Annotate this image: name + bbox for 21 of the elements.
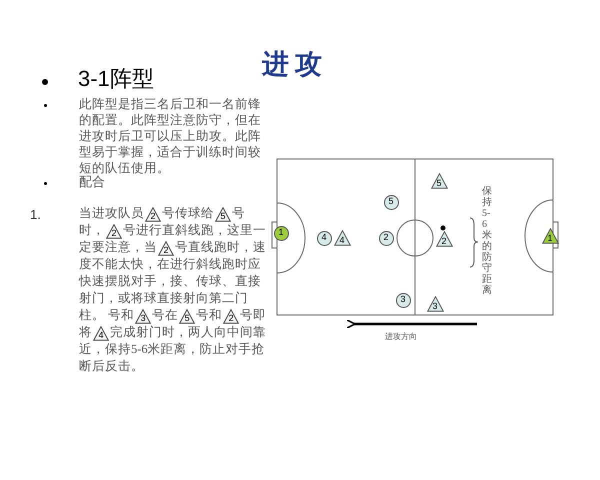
triangle-number-marker: 2 [106,224,122,239]
triangle-number-marker: 5 [179,309,196,324]
list-number: 1. [30,207,41,223]
player-triangle: 1 [542,228,558,244]
player-triangle: 5 [430,173,448,189]
heading: 3-1阵型 [78,65,154,93]
title: 进攻 [262,48,328,81]
triangle-number-marker: 2 [145,207,161,222]
triangle-number-marker: 2 [223,309,240,324]
paragraph: 配合 [79,174,105,190]
triangle-number-marker: 2 [158,241,174,256]
vertical-note: 保持5-6米的防守距离 [482,186,492,296]
player-triangle: 2 [436,231,452,247]
player-triangle: 4 [334,230,350,246]
paragraph: 此阵型是指三名后卫和一名前锋的配置。此阵型注意防守，但在进攻时后卫可以压上助攻。此阵型易于掌握，适合于训练时间较短的队伍使用。 [79,96,262,176]
triangle-number-marker: 4 [93,326,109,341]
arrow-label: 进攻方向 [385,331,417,343]
paragraph: 当进攻队员 2 号传球给 5 号时， 2 号进行直斜线跑，这里一定要注意，当 2 号直线跑时，速度不能太快，在进行斜线跑时应快速摆脱对手，接、传球、直接射门，或将球直接射向第二门柱。 号和 3 号在 5 号和 2 号即将 4 完成射门时，两人向中间靠近，保持5-6米距离，防止对手抢断后反击。 [79,205,267,375]
player-triangle: 3 [426,296,444,312]
triangle-number-marker: 3 [135,309,152,324]
triangle-number-marker: 5 [215,207,231,222]
